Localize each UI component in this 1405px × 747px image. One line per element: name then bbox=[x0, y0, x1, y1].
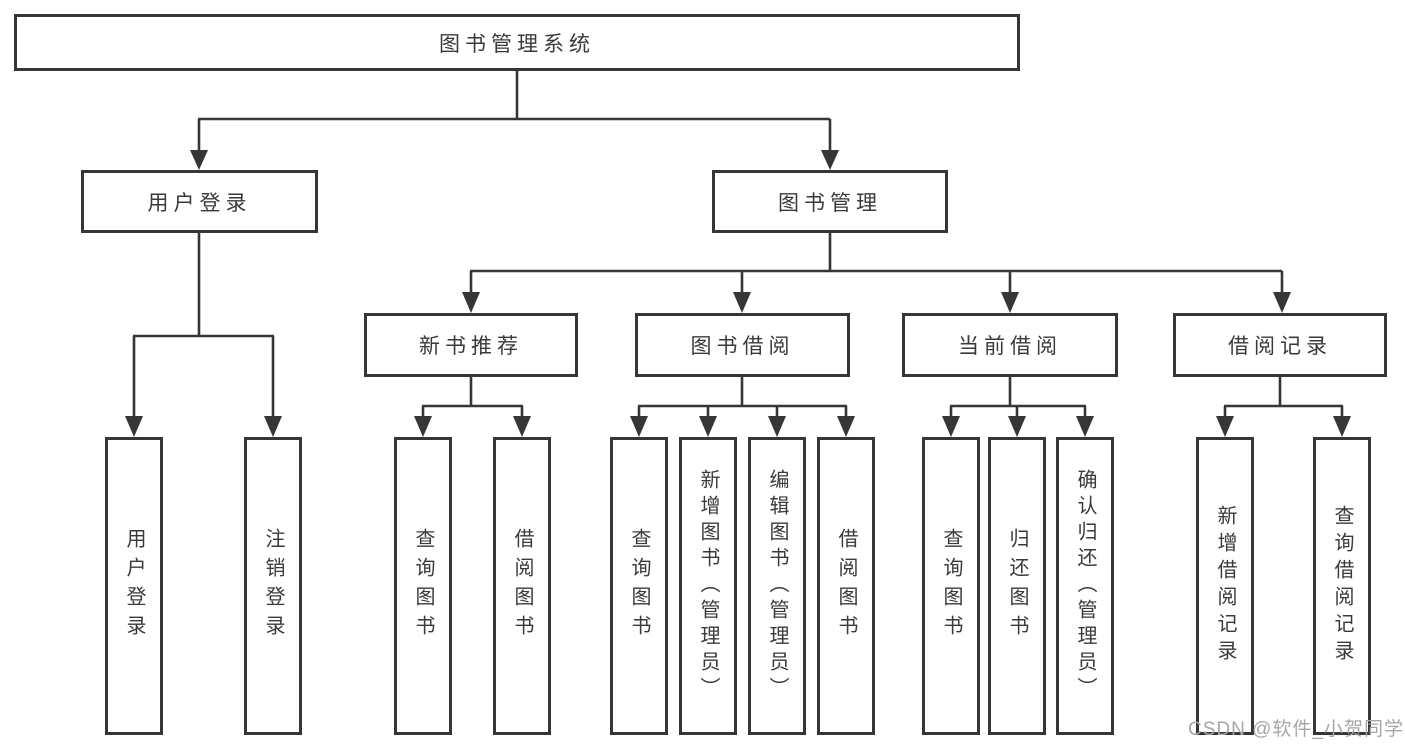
node-book-borrow: 图书借阅 bbox=[635, 313, 850, 377]
arrow-icon bbox=[1273, 292, 1291, 313]
connector-borrow-record bbox=[1223, 377, 1344, 418]
connector-book-borrow bbox=[637, 377, 848, 418]
arrow-icon bbox=[942, 416, 960, 437]
leaf-confirm-return-admin: 确认归还（管理员） bbox=[1056, 437, 1114, 735]
leaf-query-books-borrow: 查询图书 bbox=[610, 437, 668, 735]
node-book-management: 图书管理 bbox=[712, 170, 948, 233]
connector-root bbox=[197, 70, 832, 152]
arrow-icon bbox=[733, 292, 751, 313]
arrow-icon bbox=[1008, 416, 1026, 437]
arrow-icon bbox=[125, 416, 143, 437]
arrow-icon bbox=[1333, 416, 1351, 437]
node-borrow-records: 借阅记录 bbox=[1173, 313, 1387, 377]
connector-new-book bbox=[421, 377, 524, 418]
arrow-icon bbox=[1216, 416, 1234, 437]
connector-book-management bbox=[469, 233, 1284, 294]
arrow-icon bbox=[264, 416, 282, 437]
node-current-borrow: 当前借阅 bbox=[902, 313, 1118, 377]
leaf-user-login: 用户登录 bbox=[105, 437, 163, 735]
arrow-icon bbox=[414, 416, 432, 437]
arrow-icon bbox=[630, 416, 648, 437]
connector-user-login bbox=[132, 233, 275, 418]
node-user-login: 用户登录 bbox=[81, 170, 318, 233]
leaf-query-borrow-record: 查询借阅记录 bbox=[1313, 437, 1371, 735]
arrow-icon bbox=[1001, 292, 1019, 313]
leaf-edit-book-admin: 编辑图书（管理员） bbox=[748, 437, 806, 735]
arrow-icon bbox=[1076, 416, 1094, 437]
leaf-borrow-books: 借阅图书 bbox=[817, 437, 875, 735]
arrowheads bbox=[125, 150, 1351, 437]
leaf-add-book-admin: 新增图书（管理员） bbox=[679, 437, 737, 735]
node-library-management-system: 图书管理系统 bbox=[14, 14, 1020, 71]
arrow-icon bbox=[837, 416, 855, 437]
leaf-add-borrow-record: 新增借阅记录 bbox=[1196, 437, 1254, 735]
csdn-watermark: CSDN @软件_小贺同学 bbox=[1188, 719, 1404, 740]
arrow-icon bbox=[462, 292, 480, 313]
leaf-return-book: 归还图书 bbox=[988, 437, 1046, 735]
node-new-book-recommend: 新书推荐 bbox=[364, 313, 578, 377]
arrow-icon bbox=[699, 416, 717, 437]
arrow-icon bbox=[190, 150, 208, 170]
leaf-query-books-recommend: 查询图书 bbox=[394, 437, 452, 735]
connector-current-borrow bbox=[949, 377, 1087, 418]
arrow-icon bbox=[768, 416, 786, 437]
leaf-query-books-current: 查询图书 bbox=[922, 437, 980, 735]
arrow-icon bbox=[513, 416, 531, 437]
leaf-logout: 注销登录 bbox=[244, 437, 302, 735]
arrow-icon bbox=[821, 150, 839, 170]
leaf-borrow-books-recommend: 借阅图书 bbox=[493, 437, 551, 735]
